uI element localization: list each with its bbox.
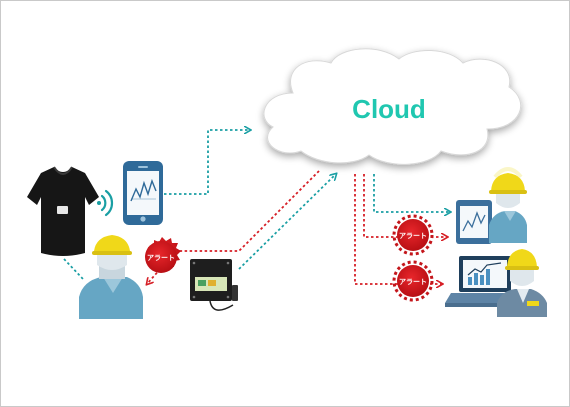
alert-badge-icon [392,260,434,302]
tablet-chart-icon [456,200,492,244]
alert-label: アラート [399,232,427,240]
laptop-chart-icon [445,256,525,307]
cloud-to-tablet-alert-line [363,174,447,237]
cloud-icon [263,48,522,165]
smartphone-chart-icon [123,161,163,225]
cloud-to-tablet-line [373,174,450,212]
cloud-to-gateway-alert-line [147,170,320,284]
gateway-box-icon [190,259,238,311]
alert-badge-icon [392,214,434,256]
alert-label: アラート [147,254,175,262]
alert-lines [147,170,447,284]
alert-badge-icon [145,237,181,273]
shirt-sensor-icon [27,166,99,256]
worker-icon [79,235,143,319]
cloud-label: Cloud [352,94,426,124]
shirt-to-worker-line [63,258,84,280]
gateway-to-cloud-line [238,174,336,270]
manager-tablet-icon [489,167,527,243]
cloud-to-laptop-alert-line [354,174,442,284]
data-flow-lines [63,130,450,280]
wifi-signal-icon [97,189,114,217]
alert-label: アラート [399,278,427,286]
phone-to-cloud-line [164,130,250,195]
manager-laptop-icon [497,249,547,317]
